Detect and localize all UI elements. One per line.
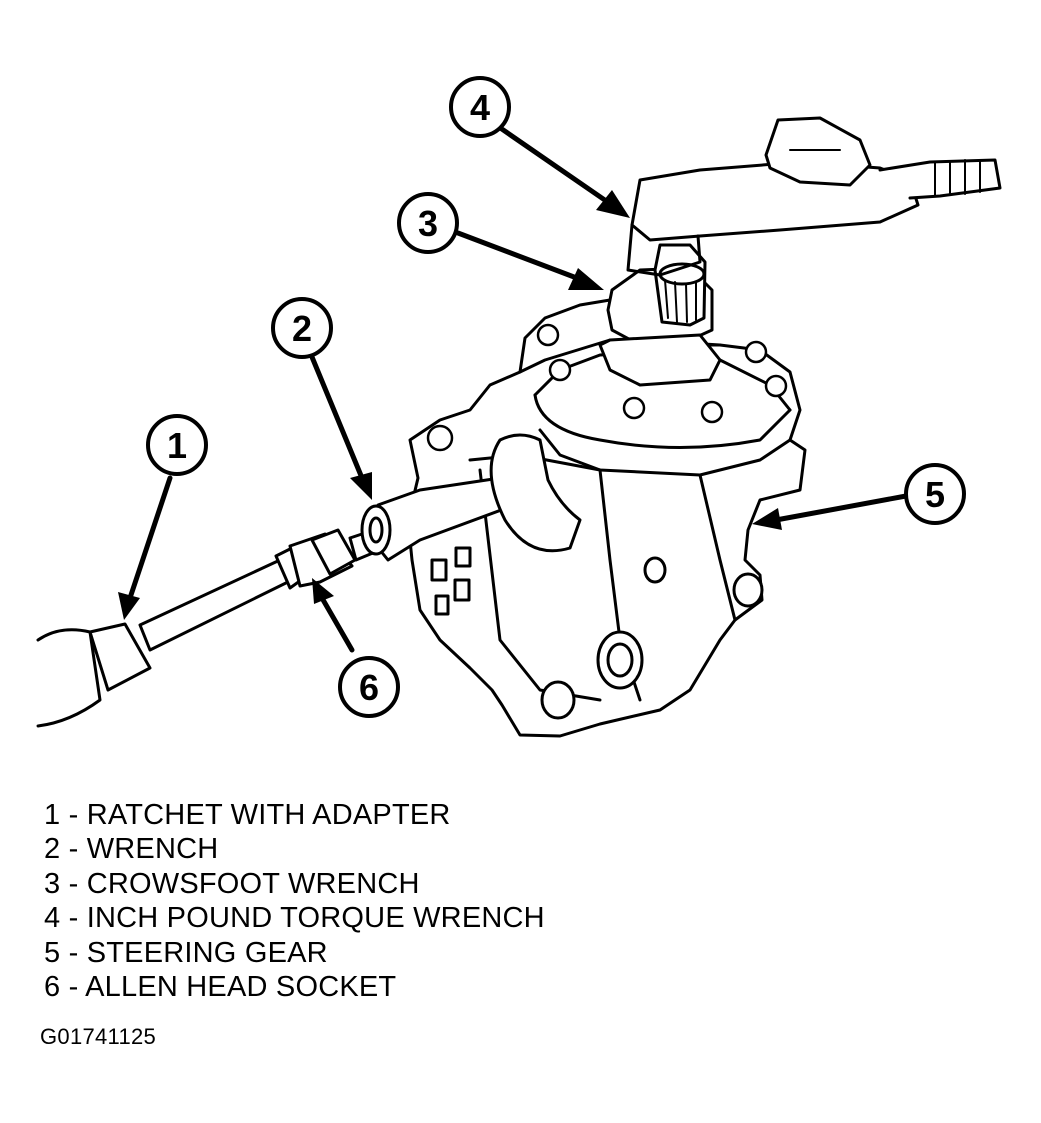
ratchet-with-adapter-drawing <box>36 546 306 728</box>
legend-text: RATCHET WITH ADAPTER <box>86 799 451 831</box>
legend-item: 5 - STEERING GEAR <box>44 936 328 969</box>
legend-text: STEERING GEAR <box>86 936 328 969</box>
legend-number: 4 <box>44 902 61 935</box>
legend-number: 6 <box>44 971 61 1004</box>
steering-gear-illustration <box>36 116 1002 738</box>
figure-id: G01741125 <box>40 1024 157 1049</box>
legend-text: INCH POUND TORQUE WRENCH <box>86 902 545 935</box>
callout-1: 1 <box>146 414 208 476</box>
torque-wrench-drawing <box>626 116 1002 277</box>
callout-5-number: 5 <box>925 474 945 515</box>
legend-number: 5 <box>44 936 61 969</box>
legend-text: WRENCH <box>86 833 219 866</box>
parts-legend: 1 - RATCHET WITH ADAPTER 2 - WRENCH 3 - … <box>44 798 545 1004</box>
callout-6: 6 <box>338 656 400 718</box>
legend-number: 1 <box>44 799 61 831</box>
callout-6-number: 6 <box>359 667 379 708</box>
callout-4-number: 4 <box>470 87 490 128</box>
legend-item: 4 - INCH POUND TORQUE WRENCH <box>44 902 545 935</box>
legend-item: 1 - RATCHET WITH ADAPTER <box>44 799 451 831</box>
callout-2-number: 2 <box>292 308 312 349</box>
callout-2: 2 <box>271 297 333 359</box>
legend-text: ALLEN HEAD SOCKET <box>85 971 397 1004</box>
legend-item: 3 - CROWSFOOT WRENCH <box>44 867 420 900</box>
callout-4: 4 <box>449 76 511 138</box>
legend-text: CROWSFOOT WRENCH <box>86 867 420 900</box>
callout-layer: 1 2 3 4 5 6 <box>146 76 966 718</box>
callout-5: 5 <box>904 463 966 525</box>
callout-3-number: 3 <box>418 203 438 244</box>
legend-item: 6 - ALLEN HEAD SOCKET <box>44 971 397 1004</box>
open-end-wrench-drawing <box>360 433 582 562</box>
legend-item: 2 - WRENCH <box>44 833 219 866</box>
callout-3: 3 <box>397 192 459 254</box>
leader-arrows <box>118 122 909 653</box>
legend-number: 3 <box>44 867 61 900</box>
cover-bolt-drawings <box>426 323 788 452</box>
legend-number: 2 <box>44 833 61 866</box>
callout-1-number: 1 <box>167 425 187 466</box>
